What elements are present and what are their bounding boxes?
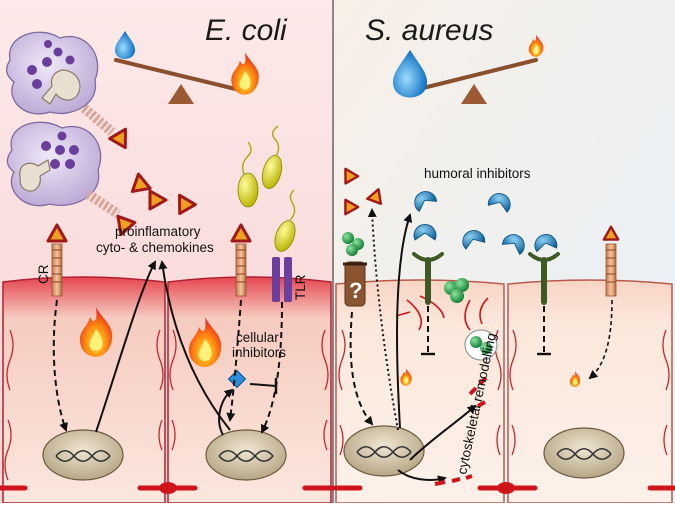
- water-drop-icon: [393, 49, 427, 98]
- dna-nucleus-icon: [543, 427, 625, 479]
- cr-label: CR: [36, 264, 51, 284]
- macrophage-icon: [6, 31, 99, 115]
- bacterium-icon: [261, 125, 283, 189]
- right-panel-title: S. aureus: [365, 14, 493, 47]
- proinflammatory-label-line2: cyto- & chemokines: [96, 240, 214, 255]
- cytoskeleton-fragments: [434, 376, 488, 486]
- cellular-inhibitors-label-line2: inhibitors: [232, 345, 286, 360]
- tlr-receptor: [272, 257, 292, 302]
- cellular-inhibitors-label-line1: cellular: [236, 330, 279, 345]
- macrophage-secretion-arrow: [80, 104, 121, 219]
- inhibitor-receptor: [528, 252, 560, 305]
- dna-nucleus-icon: [205, 429, 287, 481]
- seesaw-icon: [409, 58, 538, 104]
- seesaw-icon: [114, 58, 250, 104]
- proinflammatory-label-line1: proinflamatory: [115, 224, 201, 239]
- cr-receptor: [46, 223, 68, 297]
- staph-cluster-icon: [464, 329, 498, 361]
- receptor: [602, 225, 620, 297]
- bacterium-icon: [274, 189, 296, 252]
- water-drop-icon: [115, 31, 135, 59]
- dna-nucleus-icon: [42, 429, 124, 481]
- tlr-label: TLR: [293, 274, 308, 300]
- receptor: [230, 223, 252, 297]
- staph-cluster-icon: [342, 232, 364, 256]
- unknown-receptor: [343, 261, 367, 307]
- cellular-inhibitor-icon: [227, 369, 247, 389]
- inhibitor-receptor: [412, 252, 444, 305]
- unknown-receptor-label: ?: [349, 278, 362, 303]
- bacterium-icon: [237, 141, 259, 208]
- left-panel-title: E. coli: [205, 14, 288, 47]
- humoral-inhibitors-label: humoral inhibitors: [424, 166, 531, 181]
- macrophage-icon: [6, 121, 102, 207]
- signaling-arrows-right: [349, 208, 613, 485]
- staph-cluster-icon: [444, 278, 469, 303]
- dna-nucleus-icon: [343, 425, 425, 477]
- signaling-arrows-left: [52, 260, 283, 436]
